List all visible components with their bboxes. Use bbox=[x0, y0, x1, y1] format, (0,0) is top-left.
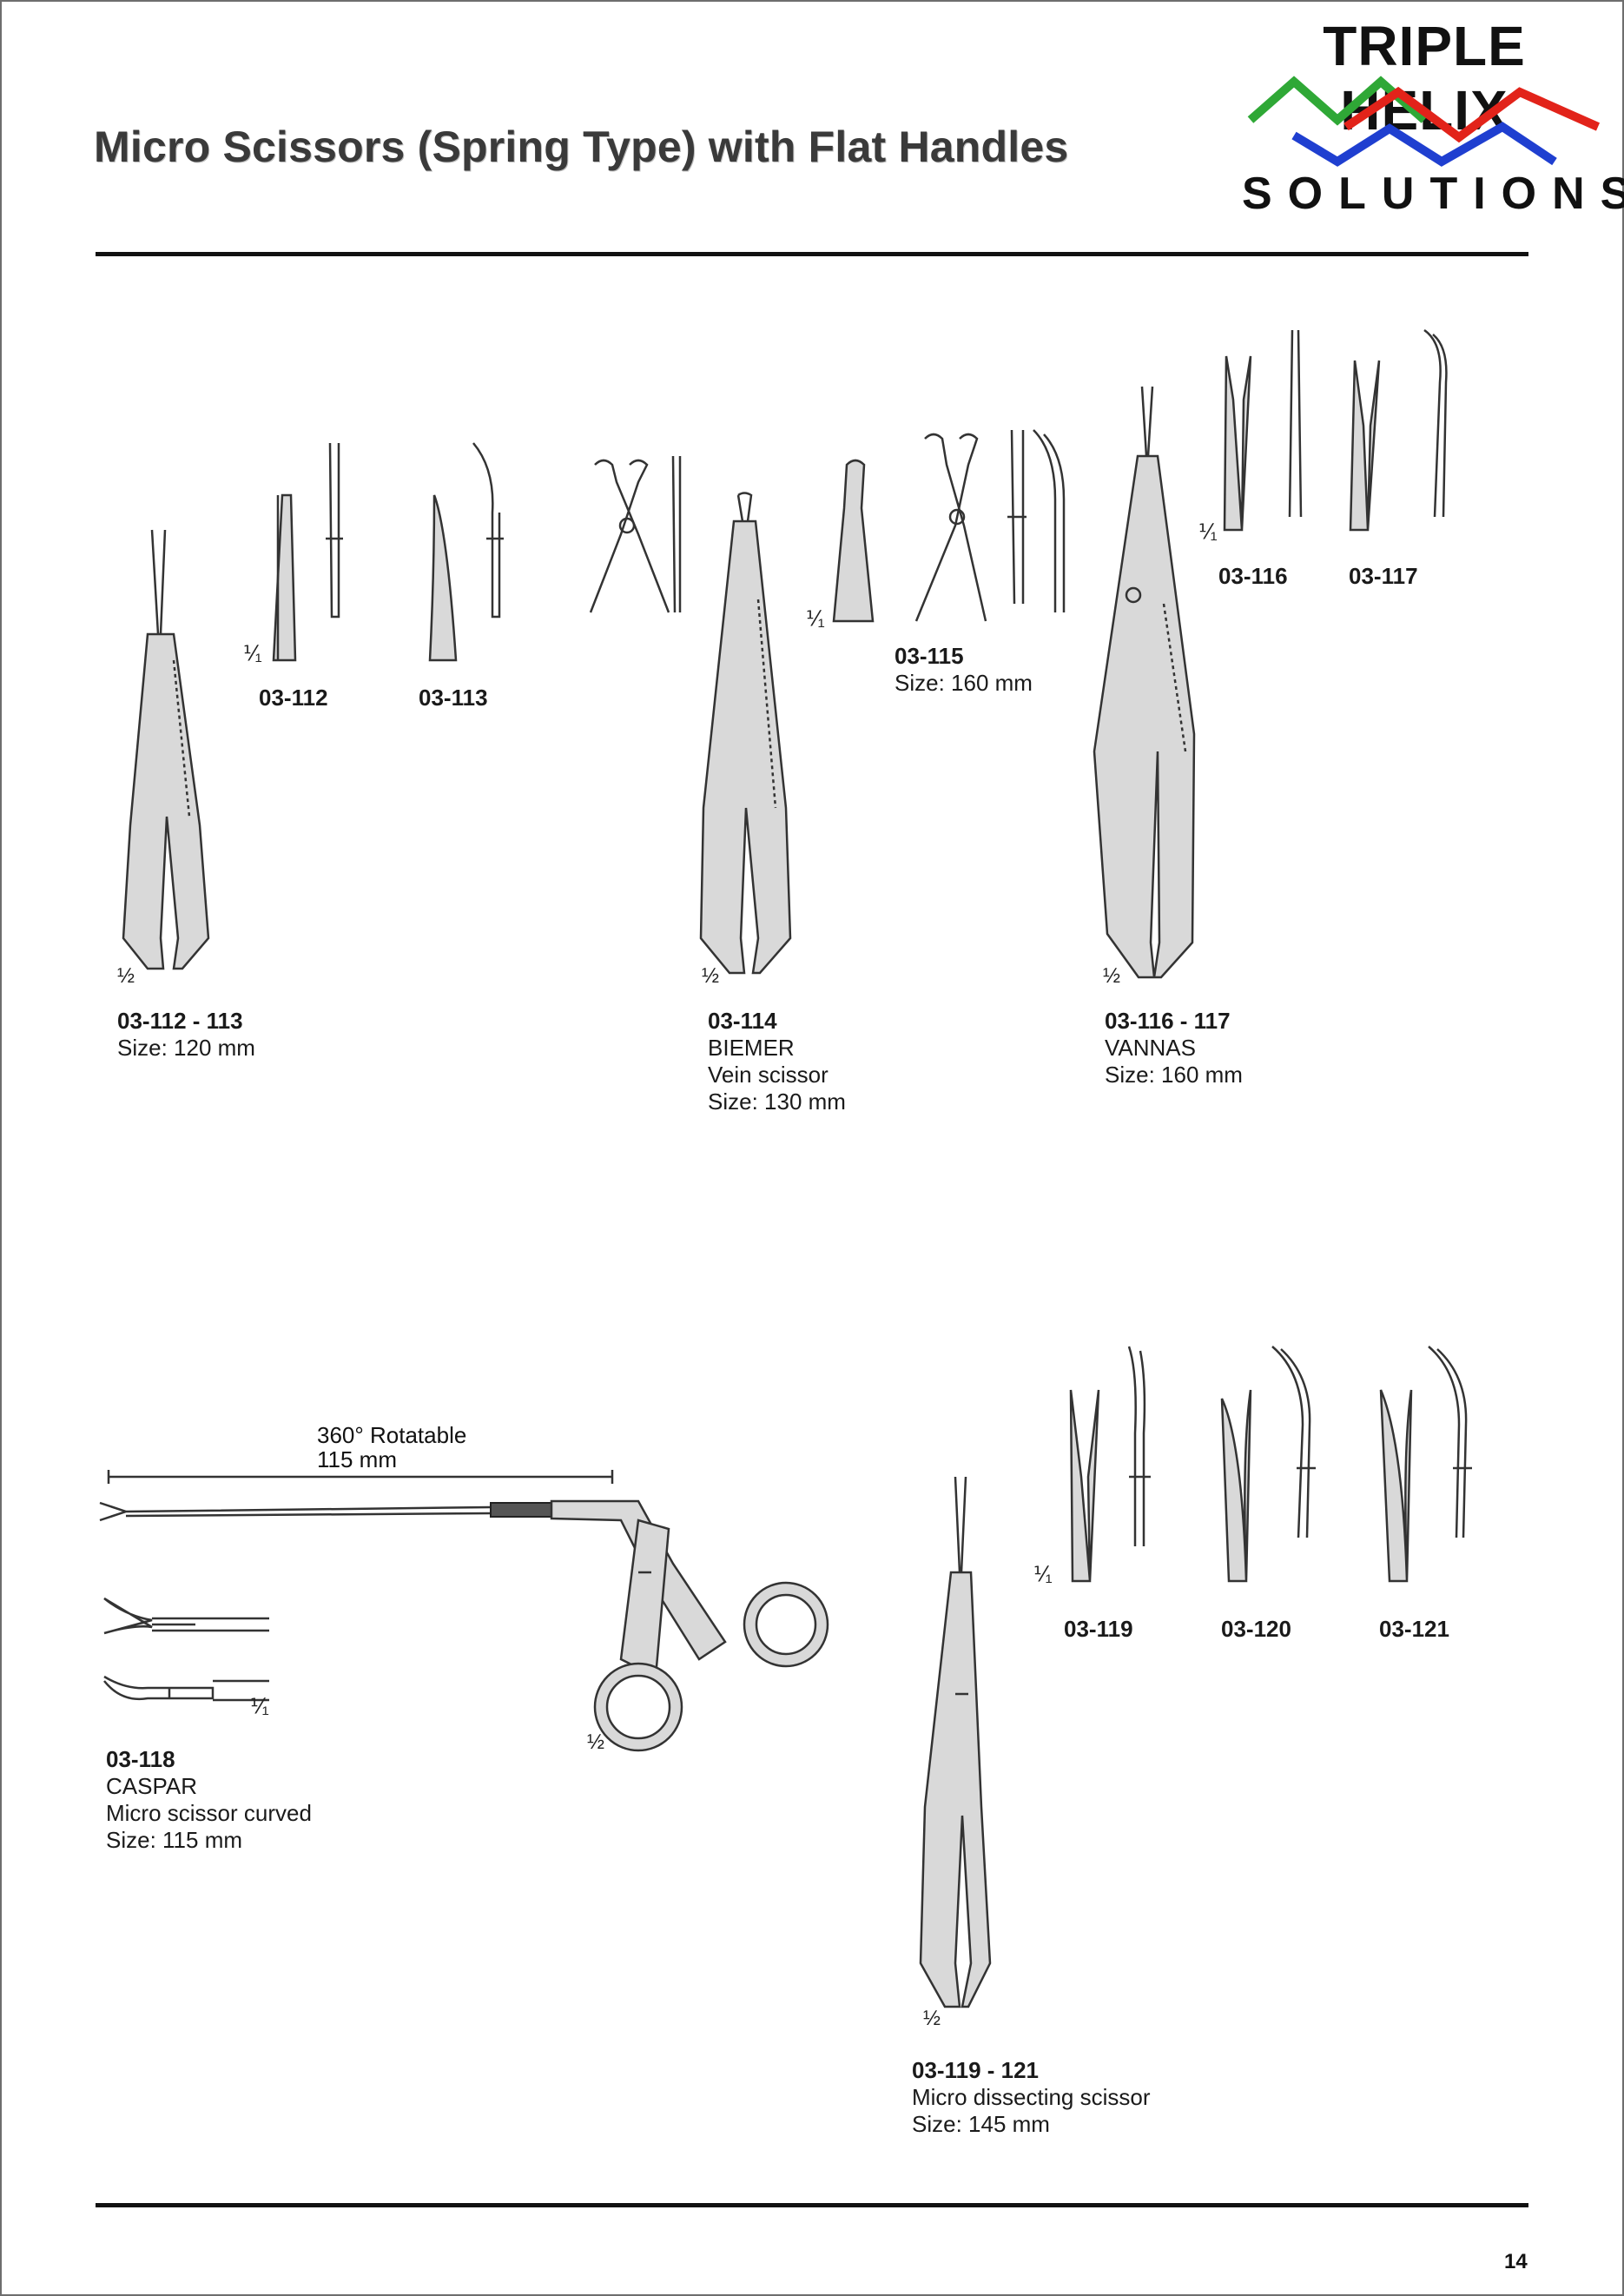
shaft-length: 115 mm bbox=[317, 1446, 397, 1472]
product-name: VANNAS bbox=[1105, 1035, 1196, 1061]
scissor-03-112-illustration bbox=[122, 529, 210, 970]
product-code: 03-116 - 117 bbox=[1105, 1008, 1231, 1034]
product-name: BIEMER bbox=[708, 1035, 795, 1061]
product-size: Size: 130 mm bbox=[708, 1088, 846, 1115]
scale-label: ½ bbox=[587, 1730, 605, 1754]
product-code-03-112: 03-112 bbox=[259, 685, 328, 711]
scale-label: ½ bbox=[923, 2007, 941, 2030]
product-code-03-117: 03-117 bbox=[1349, 563, 1418, 589]
scissor-03-119-illustration bbox=[919, 1476, 992, 2008]
scissor-jaw-open-03-115-illustration bbox=[832, 429, 1066, 623]
caption-03-115: 03-115 Size: 160 mm bbox=[895, 643, 1033, 697]
scale-label: ½ bbox=[702, 964, 720, 988]
bottom-rule bbox=[96, 2203, 1528, 2207]
helix-wave-icon bbox=[1247, 76, 1601, 167]
product-code: 03-119 - 121 bbox=[912, 2057, 1040, 2083]
product-code: 03-115 bbox=[895, 643, 964, 669]
page-number: 14 bbox=[1504, 2250, 1528, 2273]
caption-03-119-121: 03-119 - 121 Micro dissecting scissor Si… bbox=[912, 2057, 1151, 2138]
scale-label: ⅟₁ bbox=[806, 607, 825, 631]
product-code-03-119: 03-119 bbox=[1064, 1616, 1133, 1642]
product-size: Size: 145 mm bbox=[912, 2111, 1050, 2137]
caption-03-116-117: 03-116 - 117 VANNAS Size: 160 mm bbox=[1105, 1008, 1243, 1088]
scale-label: ⅟₁ bbox=[250, 1695, 269, 1718]
product-description: Micro scissor curved bbox=[106, 1800, 312, 1826]
scale-label: ⅟₁ bbox=[1033, 1563, 1053, 1586]
scale-label: ⅟₁ bbox=[243, 642, 262, 665]
product-code-03-121: 03-121 bbox=[1379, 1616, 1449, 1642]
top-rule bbox=[96, 252, 1528, 256]
product-code-03-120: 03-120 bbox=[1221, 1616, 1291, 1642]
product-size: Size: 160 mm bbox=[1105, 1062, 1243, 1088]
product-code: 03-118 bbox=[106, 1746, 175, 1772]
caspar-tip-detail-illustration bbox=[103, 1597, 269, 1702]
scissor-tip-03-112-illustration bbox=[272, 442, 343, 662]
logo-line2: SOLUTIONS bbox=[1242, 169, 1624, 219]
caption-03-112-113: 03-112 - 113 Size: 120 mm bbox=[117, 1008, 255, 1062]
product-size: Size: 120 mm bbox=[117, 1035, 255, 1061]
caption-03-114: 03-114 BIEMER Vein scissor Size: 130 mm bbox=[708, 1008, 846, 1115]
product-size: Size: 115 mm bbox=[106, 1827, 243, 1853]
triple-helix-logo: TRIPLE HELIX SOLUTIONS bbox=[1225, 7, 1624, 224]
product-code: 03-112 - 113 bbox=[117, 1008, 243, 1034]
product-size: Size: 160 mm bbox=[895, 670, 1033, 696]
page-title: Micro Scissors (Spring Type) with Flat H… bbox=[94, 122, 1069, 171]
scissor-03-116-illustration bbox=[1093, 386, 1196, 979]
caption-03-118: 03-118 CASPAR Micro scissor curved Size:… bbox=[106, 1746, 312, 1854]
rotatable-label: 360° Rotatable 115 mm bbox=[317, 1423, 466, 1472]
rotatable-text: 360° Rotatable bbox=[317, 1422, 467, 1448]
product-code-03-116: 03-116 bbox=[1218, 563, 1288, 589]
product-description: Micro dissecting scissor bbox=[912, 2084, 1151, 2110]
scale-label: ½ bbox=[1103, 964, 1121, 988]
scale-label: ⅟₁ bbox=[1198, 520, 1218, 544]
scale-label: ½ bbox=[117, 964, 135, 988]
product-name: CASPAR bbox=[106, 1773, 197, 1799]
scissor-tip-03-116-117-illustration bbox=[1223, 328, 1448, 532]
scissor-jaw-open-03-114-illustration bbox=[589, 455, 682, 613]
scissor-03-114-illustration bbox=[699, 492, 792, 975]
product-description: Vein scissor bbox=[708, 1062, 829, 1088]
scissor-tip-03-119-121-illustration bbox=[1069, 1346, 1472, 1583]
scissor-tip-03-113-illustration bbox=[428, 442, 504, 662]
product-code-03-113: 03-113 bbox=[419, 685, 488, 711]
caspar-scissor-illustration bbox=[99, 1470, 829, 1752]
product-code: 03-114 bbox=[708, 1008, 777, 1034]
